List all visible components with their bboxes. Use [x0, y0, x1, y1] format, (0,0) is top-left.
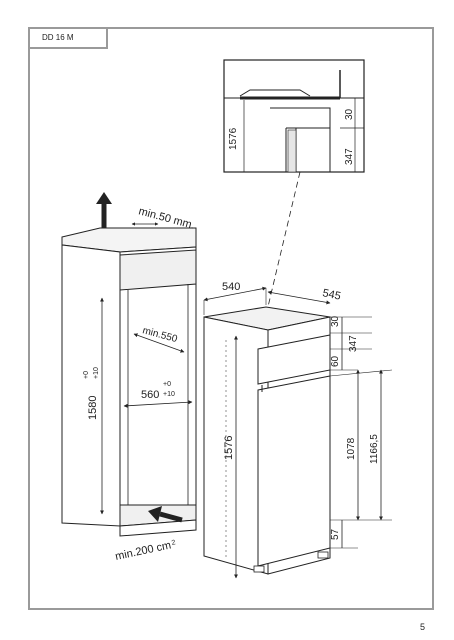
appliance-width-label: 540 [222, 281, 240, 293]
appliance-height-label: 1576 [223, 436, 235, 460]
dim-57-label: 57 [330, 528, 341, 540]
niche-width-tol-plus: +0 [163, 381, 171, 388]
appliance-depth-dim [267, 290, 331, 305]
detail-inset: 1576 30 347 [223, 59, 365, 173]
ventilation-bottom-sup: 2 [171, 539, 176, 547]
detail-leader [261, 171, 301, 333]
right-dimensions [329, 316, 393, 549]
niche-width-tol-minus: +10 [163, 391, 175, 398]
page-number: 5 [420, 622, 426, 632]
dim-1166-label: 1166,5 [369, 434, 380, 464]
niche-width-label: 560 [141, 389, 159, 401]
model-label: DD 16 M [28, 27, 108, 49]
dim-60-label: 60 [330, 355, 341, 367]
page-frame [28, 27, 434, 610]
detail-dim-30: 30 [344, 108, 355, 120]
niche-depth-dim [133, 333, 185, 353]
niche-cabinet [61, 227, 197, 537]
detail-height-label: 1576 [228, 127, 239, 150]
detail-dim-347: 347 [344, 148, 355, 165]
dim-1078-label: 1078 [346, 437, 357, 460]
dim-30-label: 30 [330, 315, 341, 327]
dim-347-label: 347 [348, 335, 359, 352]
niche-height-tol-minus: +10 [93, 367, 100, 379]
airflow-bottom-arrow [159, 511, 183, 523]
niche-width-dim [123, 400, 193, 408]
ventilation-bottom-label: min.200 cm [114, 539, 172, 563]
niche-height-label: 1580 [87, 396, 99, 420]
appliance-width-dim [203, 286, 267, 302]
niche-height-tol-plus: +0 [83, 371, 90, 379]
appliance-depth-label: 545 [321, 287, 341, 303]
